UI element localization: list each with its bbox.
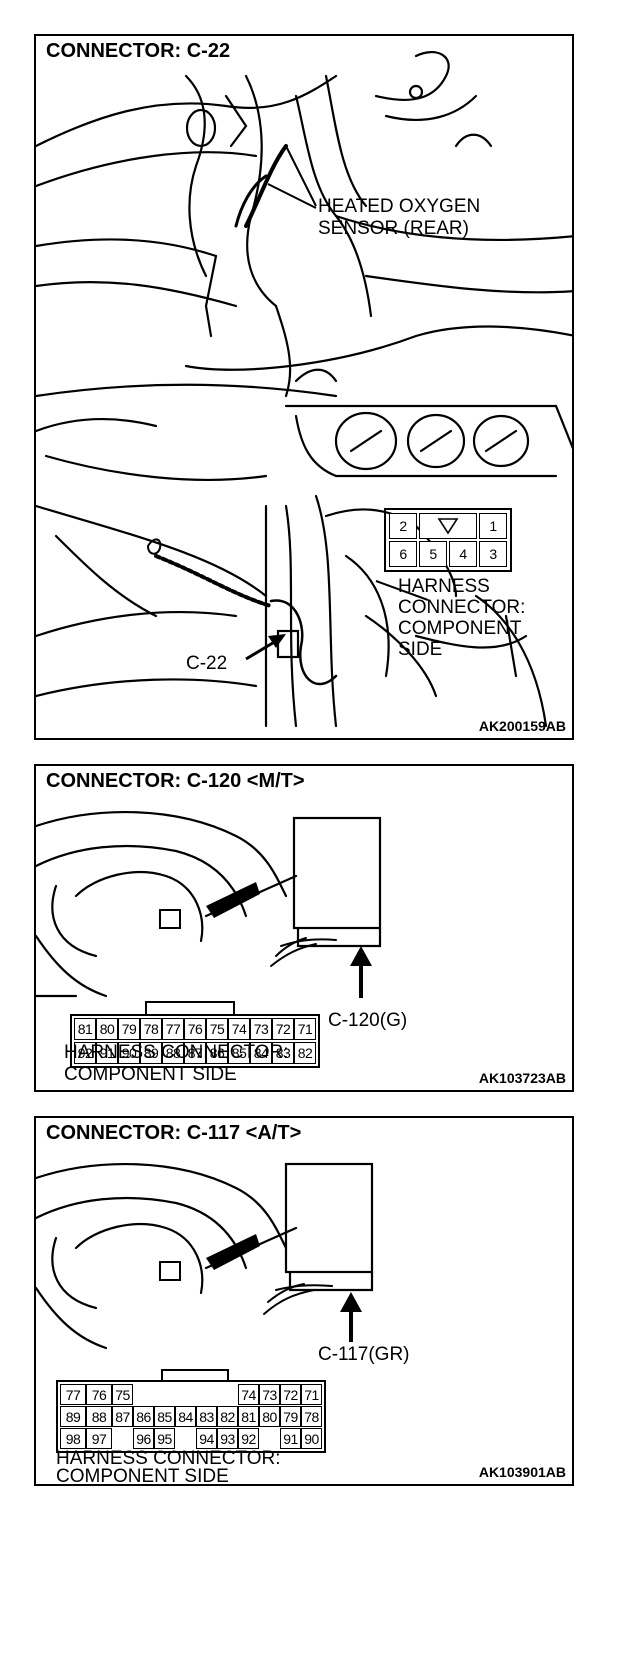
component-label-line2: SENSOR (REAR) — [318, 218, 469, 239]
pin: 93 — [217, 1428, 238, 1449]
pin: 74 — [228, 1018, 250, 1040]
pin: 87 — [112, 1406, 133, 1427]
pin: 98 — [60, 1428, 86, 1449]
pin: 85 — [228, 1042, 250, 1064]
pin-empty — [217, 1384, 238, 1405]
pin: 81 — [238, 1406, 259, 1427]
connector-callout: C-22 — [186, 653, 228, 674]
pin: 82 — [294, 1042, 316, 1064]
figure-code: AK200159AB — [478, 718, 566, 734]
component-label-line1: HEATED OXYGEN — [318, 196, 481, 217]
connector-panel-c120: CONNECTOR: C-120 <M/T> C-120(G) 81 80 79… — [34, 764, 574, 1092]
pin: 83 — [272, 1042, 294, 1064]
pin-empty — [175, 1428, 196, 1449]
pin: 79 — [280, 1406, 301, 1427]
dashboard-illustration — [36, 810, 382, 1014]
pin: 95 — [154, 1428, 175, 1449]
pin-empty — [175, 1384, 196, 1405]
pin: 88 — [162, 1042, 184, 1064]
pin: 3 — [479, 541, 507, 567]
pin: 97 — [86, 1428, 112, 1449]
pin: 79 — [118, 1018, 140, 1040]
pin: 72 — [280, 1384, 301, 1405]
pin: 74 — [238, 1384, 259, 1405]
pin-empty — [112, 1428, 133, 1449]
pin: 77 — [162, 1018, 184, 1040]
connector-panel-c117: CONNECTOR: C-117 <A/T> C-117(GR) 77 76 7… — [34, 1116, 574, 1486]
pin: 76 — [184, 1018, 206, 1040]
harness-label-line2: COMPONENT SIDE — [64, 1064, 237, 1085]
c117-pinout: 77 76 75 74 73 72 71 89 88 87 86 85 84 8… — [56, 1380, 326, 1453]
pin: 85 — [154, 1406, 175, 1427]
pin: 73 — [259, 1384, 280, 1405]
pin: 92 — [238, 1428, 259, 1449]
pin: 4 — [449, 541, 477, 567]
pin: 84 — [250, 1042, 272, 1064]
pin: 90 — [301, 1428, 322, 1449]
c22-pinout: 2 1 6 5 4 3 — [384, 508, 512, 572]
pin: 82 — [217, 1406, 238, 1427]
pin-empty — [196, 1384, 217, 1405]
pin: 91 — [280, 1428, 301, 1449]
pin: 92 — [74, 1042, 96, 1064]
pin: 71 — [301, 1384, 322, 1405]
pin: 84 — [175, 1406, 196, 1427]
pin: 2 — [389, 513, 417, 539]
figure-code: AK103723AB — [478, 1070, 566, 1086]
lock-tab-icon — [419, 513, 477, 539]
pin: 80 — [259, 1406, 280, 1427]
harness-label-line3: COMPONENT — [398, 618, 522, 639]
pin: 78 — [301, 1406, 322, 1427]
pin: 6 — [389, 541, 417, 567]
pin-empty — [259, 1428, 280, 1449]
harness-label-line1: HARNESS CONNECTOR: — [64, 1042, 289, 1063]
pin: 86 — [133, 1406, 154, 1427]
pin: 5 — [419, 541, 447, 567]
pin: 81 — [74, 1018, 96, 1040]
pin: 89 — [140, 1042, 162, 1064]
engine-bay-illustration — [36, 51, 572, 728]
pin: 75 — [112, 1384, 133, 1405]
panel-title: CONNECTOR: C-120 <M/T> — [46, 770, 305, 792]
pin: 86 — [206, 1042, 228, 1064]
pin: 73 — [250, 1018, 272, 1040]
harness-label-line2: CONNECTOR: — [398, 597, 526, 618]
connector-callout: C-120(G) — [328, 1010, 408, 1031]
harness-label-line4: SIDE — [398, 639, 443, 660]
panel-title: CONNECTOR: C-22 — [46, 40, 231, 62]
pin: 80 — [96, 1018, 118, 1040]
pin: 83 — [196, 1406, 217, 1427]
c120-pinout: 81 80 79 78 77 76 75 74 73 72 71 92 91 9… — [70, 1014, 320, 1068]
panel-title: CONNECTOR: C-117 <A/T> — [46, 1122, 302, 1144]
pin: 87 — [184, 1042, 206, 1064]
harness-label-line2: COMPONENT SIDE — [56, 1466, 229, 1486]
pin: 77 — [60, 1384, 86, 1405]
pin: 89 — [60, 1406, 86, 1427]
connector-panel-c22: CONNECTOR: C-22 HEATED OXYGEN SENSOR (RE… — [34, 34, 574, 740]
harness-label-line1: HARNESS CONNECTOR: — [56, 1448, 281, 1469]
pin: 1 — [479, 513, 507, 539]
pin: 72 — [272, 1018, 294, 1040]
pin: 96 — [133, 1428, 154, 1449]
pin-empty — [154, 1384, 175, 1405]
pin: 94 — [196, 1428, 217, 1449]
figure-code: AK103901AB — [478, 1464, 566, 1480]
pin-empty — [133, 1384, 154, 1405]
pin: 71 — [294, 1018, 316, 1040]
pin: 76 — [86, 1384, 112, 1405]
pin: 88 — [86, 1406, 112, 1427]
pin: 90 — [118, 1042, 140, 1064]
harness-label-line1: HARNESS — [398, 576, 490, 597]
connector-callout: C-117(GR) — [318, 1344, 410, 1365]
pin: 78 — [140, 1018, 162, 1040]
pin: 75 — [206, 1018, 228, 1040]
pin: 91 — [96, 1042, 118, 1064]
dashboard-illustration — [36, 1162, 374, 1380]
